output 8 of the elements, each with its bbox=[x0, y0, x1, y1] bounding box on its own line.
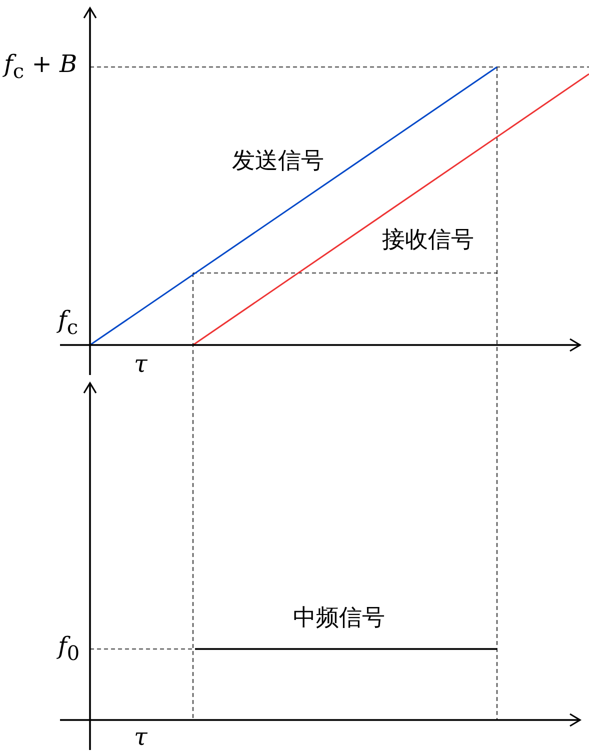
axis-tick-label: f$_{c}$ bbox=[58, 308, 78, 337]
axis-tick-label: f$_{0}$ bbox=[58, 634, 80, 663]
axis-tick-label: τ bbox=[134, 725, 148, 749]
signal-label: 接收信号 bbox=[382, 229, 474, 252]
signal-label: 中频信号 bbox=[293, 607, 385, 630]
signal-label: 发送信号 bbox=[232, 150, 324, 173]
axis-tick-label: f$_{c}$ + B bbox=[4, 52, 78, 81]
axis-tick-label: τ bbox=[134, 352, 148, 376]
